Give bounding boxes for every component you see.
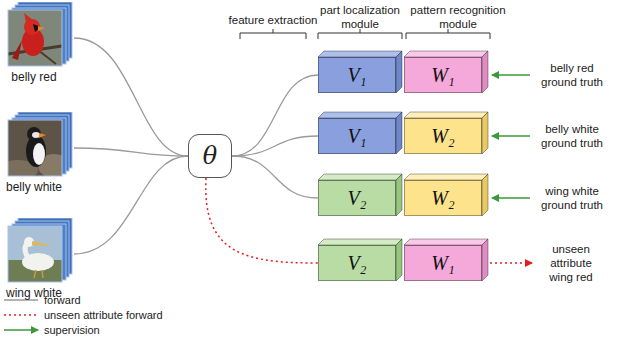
supervision-arrows — [492, 75, 530, 198]
part-localization-box: V₂ — [318, 180, 396, 216]
drawing-polygon — [404, 174, 488, 180]
module-symbol: W₂ — [431, 125, 455, 147]
image-label: belly red — [0, 70, 74, 84]
part-localization-box: V₂ — [318, 245, 396, 281]
image-label: belly white — [0, 180, 74, 194]
annotation-label: belly white ground truth — [534, 122, 610, 150]
image-stack: belly red — [4, 2, 74, 86]
drawing-path — [38, 26, 45, 31]
drawing-polygon — [396, 51, 402, 93]
legend-samples — [4, 300, 38, 330]
bird-photo-stack — [4, 112, 74, 178]
forward-connector — [74, 156, 188, 254]
annotation-label: unseen attribute wing red — [540, 242, 602, 284]
drawing-polygon — [482, 174, 488, 216]
pattern-recognition-box: W₁ — [404, 245, 482, 281]
bracket — [406, 29, 490, 39]
forward-connector — [74, 148, 188, 156]
drawing-rect — [8, 10, 62, 66]
forward-connector — [74, 38, 188, 156]
drawing-polygon — [318, 174, 402, 180]
module-symbol: V₂ — [347, 187, 366, 209]
brackets — [240, 29, 490, 39]
pattern-recognition-box: W₂ — [404, 118, 482, 154]
supervision-arrow — [492, 74, 530, 75]
drawing-path — [34, 270, 43, 278]
drawing-svg — [4, 120, 70, 178]
drawing-polygon — [396, 112, 402, 154]
theta-symbol: θ — [203, 143, 217, 169]
supervision-arrow — [492, 197, 530, 198]
drawing-polygon — [404, 112, 488, 118]
drawing-path — [32, 241, 52, 246]
drawing-ellipse — [32, 132, 40, 138]
drawing-polygon — [482, 239, 488, 281]
drawing-polygon — [404, 51, 488, 57]
drawing-rect — [8, 10, 62, 66]
drawing-polygon — [404, 239, 488, 245]
annotation-label: part localization module — [308, 3, 412, 31]
module-symbol: W₂ — [431, 187, 455, 209]
feature-extractor: θ — [188, 134, 232, 178]
part-localization-box: V₁ — [318, 118, 396, 154]
image-stack: wing white — [4, 218, 74, 302]
bird-photo-stack — [4, 218, 74, 284]
drawing-polygon — [482, 51, 488, 93]
module-symbol: V₂ — [347, 252, 366, 274]
pattern-recognition-box: W₂ — [404, 180, 482, 216]
annotation-label: belly red ground truth — [534, 61, 610, 89]
module-symbol: W₁ — [431, 252, 455, 274]
drawing-rect — [8, 226, 62, 282]
forward-connector — [232, 75, 318, 156]
drawing-path — [39, 133, 46, 138]
annotation-label: wing white ground truth — [534, 184, 610, 212]
module-symbol: V₁ — [347, 64, 366, 86]
forward-connector — [232, 156, 318, 198]
drawing-rect — [8, 226, 62, 282]
drawing-svg — [8, 226, 62, 282]
legend-sample-line — [4, 314, 38, 316]
legend-text: supervision — [44, 323, 100, 337]
drawing-polygon — [396, 239, 402, 281]
forward-connector — [232, 136, 318, 156]
drawing-svg — [8, 10, 62, 66]
unseen-forward-connector — [206, 178, 318, 263]
module-symbol: W₁ — [431, 64, 455, 86]
drawing-polygon — [482, 112, 488, 154]
drawing-ellipse — [33, 143, 45, 165]
bracket — [240, 29, 306, 39]
annotation-label: feature extraction — [206, 13, 340, 27]
drawing-polygon — [396, 174, 402, 216]
supervision-arrow — [492, 135, 530, 136]
drawing-rect — [8, 120, 62, 176]
drawing-path — [24, 13, 33, 22]
unseen-output-arrow — [490, 262, 532, 264]
drawing-polygon — [318, 112, 402, 118]
drawing-polygon — [318, 51, 402, 57]
drawing-path — [38, 50, 56, 64]
drawing-circle — [27, 127, 41, 141]
annotation-label: pattern recognition module — [404, 3, 512, 31]
bracket — [318, 29, 402, 39]
image-stack: belly white — [4, 112, 74, 196]
legend-sample-arrow — [4, 329, 38, 330]
legend-text: unseen attribute forward — [44, 308, 163, 322]
drawing-polygon — [318, 239, 402, 245]
legend-text: forward — [44, 293, 81, 307]
part-localization-box: V₁ — [318, 57, 396, 93]
bird-photo-stack — [4, 2, 74, 68]
drawing-path — [12, 40, 22, 60]
module-symbol: V₁ — [347, 125, 366, 147]
pattern-recognition-box: W₁ — [404, 57, 482, 93]
